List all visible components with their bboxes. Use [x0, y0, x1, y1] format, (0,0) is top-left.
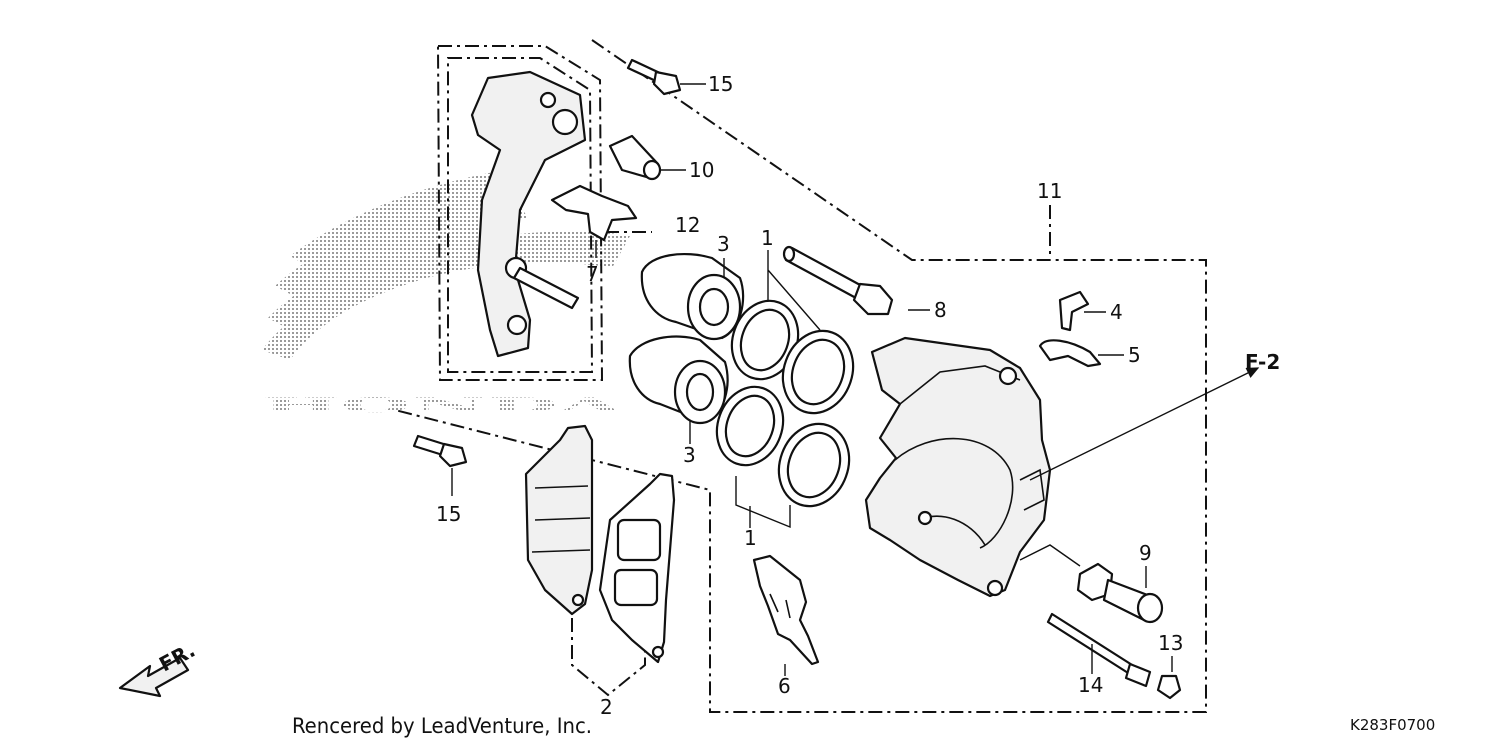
front-direction-arrow: [118, 656, 190, 698]
mounting-bolt: [1076, 562, 1164, 624]
pad-spring: [752, 554, 820, 666]
callout-13: 13: [1158, 631, 1183, 655]
figure-code: K283F0700: [1350, 716, 1435, 734]
callout-9: 9: [1139, 541, 1152, 565]
bolt-top: [626, 58, 682, 96]
callout-4: 4: [1110, 300, 1123, 324]
callout-3-top: 3: [717, 232, 730, 256]
group-boundaries: [394, 39, 1207, 713]
bolt-bottom: [412, 434, 468, 468]
slide-pin: [782, 245, 894, 316]
callout-8: 8: [934, 298, 947, 322]
brake-pad-inner: [598, 472, 676, 664]
bleeder-cap: [1038, 339, 1102, 368]
callout-1-top: 1: [761, 226, 774, 250]
callout-15-top: 15: [708, 72, 733, 96]
pad-retainer-clip: [550, 184, 638, 242]
callout-5: 5: [1128, 343, 1141, 367]
callout-f2: F-2: [1245, 350, 1280, 374]
callout-2: 2: [600, 695, 613, 719]
piston-bottom: [628, 335, 729, 425]
caliper-bracket: [470, 70, 587, 358]
bleeder-valve: [1058, 290, 1090, 332]
watermark-logo: [262, 170, 630, 360]
watermark-text: HONDA: [262, 393, 624, 417]
callout-7: 7: [586, 262, 599, 286]
callout-6: 6: [778, 674, 791, 698]
callout-14: 14: [1078, 673, 1103, 697]
piston-top: [640, 252, 745, 341]
callout-15-bottom: 15: [436, 502, 461, 526]
pin-plug: [1156, 674, 1182, 700]
callout-1-bottom: 1: [744, 526, 757, 550]
callout-11: 11: [1037, 179, 1062, 203]
callout-10: 10: [689, 158, 714, 182]
credit-text: Rencered by LeadVenture, Inc.: [292, 714, 592, 738]
pad-pin: [1046, 612, 1152, 688]
caliper-body: [864, 336, 1052, 598]
callout-3-bottom: 3: [683, 443, 696, 467]
leader-lines: [451, 83, 1260, 676]
seal-rings: [715, 299, 855, 508]
brake-pad-outer: [524, 424, 594, 616]
pin-boot: [608, 134, 662, 181]
callout-12: 12: [675, 213, 700, 237]
